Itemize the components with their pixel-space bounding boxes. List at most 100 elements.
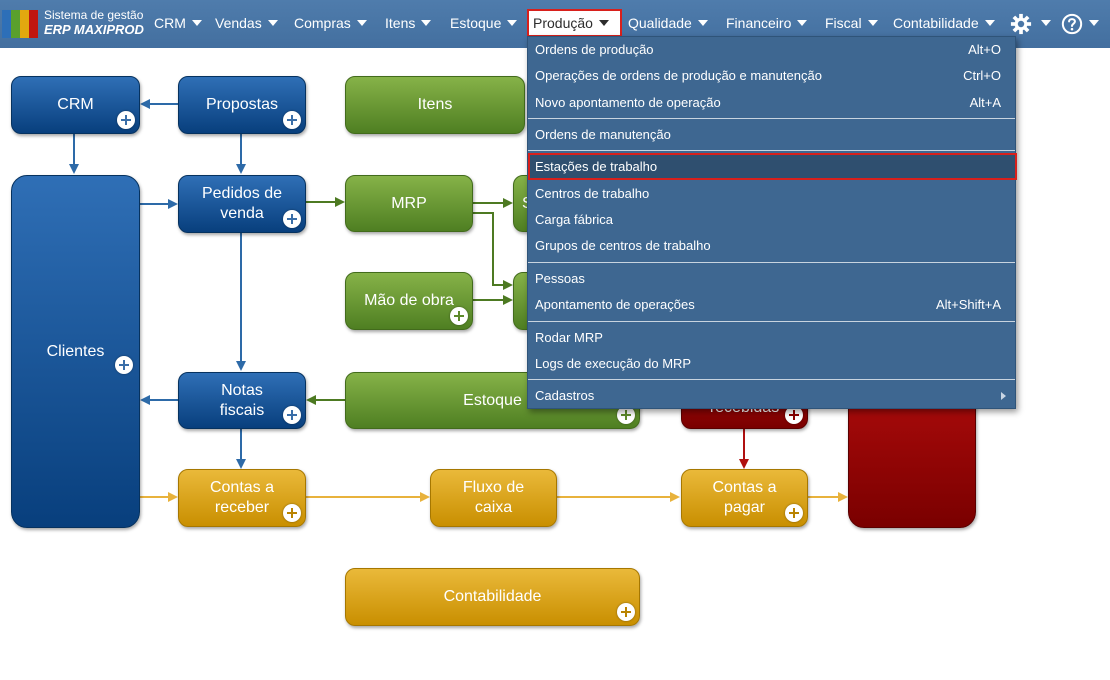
chevron-down-icon: [421, 20, 432, 26]
add-icon[interactable]: [785, 504, 803, 522]
nav-estoque-label: Estoque: [450, 15, 502, 31]
mrp-box[interactable]: MRP: [345, 175, 473, 232]
app-logo[interactable]: Sistema de gestão ERP MAXIPROD: [2, 7, 144, 39]
nav-producao-label: Produção: [533, 15, 593, 31]
nav-fiscal-label: Fiscal: [825, 15, 862, 31]
menu-item-centros-de-trabalho[interactable]: Centros de trabalho: [528, 181, 1015, 207]
nav-estoque[interactable]: Estoque: [444, 9, 518, 37]
add-icon[interactable]: [283, 210, 301, 228]
contas-a-pagar-box[interactable]: Contas a pagar: [681, 469, 808, 527]
chevron-down-icon: [267, 20, 278, 26]
menu-separator: [528, 321, 1015, 322]
contas-a-receber-box[interactable]: Contas a receber: [178, 469, 306, 527]
chevron-down-icon: [984, 20, 995, 26]
notas-fiscais-box[interactable]: Notas fiscais: [178, 372, 306, 429]
help-icon[interactable]: [1061, 13, 1083, 35]
nav-fiscal[interactable]: Fiscal: [819, 9, 878, 37]
menu-item-grupos-de-centros[interactable]: Grupos de centros de trabalho: [528, 233, 1015, 259]
add-icon[interactable]: [283, 504, 301, 522]
chevron-down-icon: [867, 20, 878, 26]
menu-separator: [528, 379, 1015, 380]
add-icon[interactable]: [117, 111, 135, 129]
add-icon[interactable]: [283, 406, 301, 424]
menu-item-shortcut: Alt+A: [969, 95, 1001, 110]
menu-item-label: Operações de ordens de produção e manute…: [535, 68, 822, 83]
fluxo-de-caixa-box[interactable]: Fluxo de caixa: [430, 469, 557, 527]
menu-item-label: Estações de trabalho: [535, 159, 658, 174]
add-icon[interactable]: [785, 406, 803, 424]
chevron-down-icon: [697, 20, 708, 26]
nav-itens-label: Itens: [385, 15, 416, 31]
contas-a-receber-label: Contas a receber: [209, 479, 275, 516]
menu-item-rodar-mrp[interactable]: Rodar MRP: [528, 325, 1015, 351]
contabilidade-box[interactable]: Contabilidade: [345, 568, 640, 626]
add-icon[interactable]: [283, 111, 301, 129]
add-icon[interactable]: [115, 356, 133, 374]
nav-producao[interactable]: Produção: [527, 9, 622, 37]
menu-item-label: Logs de execução do MRP: [535, 356, 692, 371]
menu-item-label: Centros de trabalho: [535, 186, 650, 201]
menu-item-cadastros[interactable]: Cadastros: [528, 383, 1015, 409]
nav-financeiro[interactable]: Financeiro: [720, 9, 808, 37]
add-icon[interactable]: [450, 307, 468, 325]
pedidos-de-venda-label: Pedidos de venda: [201, 185, 283, 222]
menu-separator: [528, 118, 1015, 119]
notas-fiscais-label: Notas fiscais: [219, 381, 265, 419]
itens-label: Itens: [417, 96, 453, 113]
pedidos-de-venda-box[interactable]: Pedidos de venda: [178, 175, 306, 233]
chevron-down-icon: [507, 20, 518, 26]
add-icon[interactable]: [617, 603, 635, 621]
chevron-down-icon: [1041, 20, 1051, 26]
nav-vendas-label: Vendas: [215, 15, 262, 31]
menu-item-estacoes-de-trabalho[interactable]: Estações de trabalho: [528, 153, 1017, 180]
add-icon[interactable]: [617, 406, 635, 424]
menu-item-label: Ordens de manutenção: [535, 127, 671, 142]
menu-item-shortcut: Alt+Shift+A: [935, 297, 1001, 312]
menu-item-label: Cadastros: [535, 388, 595, 403]
menu-item-carga-fabrica[interactable]: Carga fábrica: [528, 207, 1015, 233]
crm-box[interactable]: CRM: [11, 76, 140, 134]
nav-contabilidade[interactable]: Contabilidade: [887, 9, 995, 37]
chevron-down-icon: [191, 20, 202, 26]
estoque-label: Estoque: [463, 391, 522, 409]
menu-item-label: Carga fábrica: [535, 212, 614, 227]
settings-dropdown[interactable]: [1035, 9, 1051, 37]
nav-compras-label: Compras: [294, 15, 351, 31]
menu-item-label: Grupos de centros de trabalho: [535, 238, 711, 253]
mao-de-obra-box[interactable]: Mão de obra: [345, 272, 473, 330]
menu-item-label: Apontamento de operações: [535, 297, 695, 312]
menu-item-novo-apontamento[interactable]: Novo apontamento de operação Alt+A: [528, 90, 1015, 116]
fluxo-de-caixa-label: Fluxo de caixa: [462, 479, 525, 516]
menu-item-ordens-de-manutencao[interactable]: Ordens de manutenção: [528, 122, 1015, 148]
chevron-down-icon: [1089, 20, 1099, 26]
chevron-right-icon: [1001, 392, 1006, 400]
menu-item-apontamento-de-operacoes[interactable]: Apontamento de operações Alt+Shift+A: [528, 292, 1015, 318]
chevron-down-icon: [797, 20, 808, 26]
chevron-down-icon: [598, 20, 609, 26]
menu-item-label: Ordens de produção: [535, 42, 654, 57]
menu-item-ordens-de-producao[interactable]: Ordens de produção Alt+O: [528, 37, 1015, 63]
menu-separator: [528, 262, 1015, 263]
propostas-box[interactable]: Propostas: [178, 76, 306, 134]
crm-label: CRM: [57, 96, 94, 113]
menu-item-operacoes-de-ordens[interactable]: Operações de ordens de produção e manute…: [528, 63, 1015, 89]
logo-mark-icon: [2, 10, 40, 38]
logo-subtitle: Sistema de gestão: [44, 8, 144, 22]
itens-box[interactable]: Itens: [345, 76, 525, 134]
menu-item-pessoas[interactable]: Pessoas: [528, 266, 1015, 292]
help-dropdown[interactable]: [1083, 9, 1099, 37]
clientes-box[interactable]: Clientes: [11, 175, 140, 528]
nav-crm-label: CRM: [154, 15, 186, 31]
nav-vendas[interactable]: Vendas: [209, 9, 278, 37]
menu-item-shortcut: Ctrl+O: [963, 68, 1001, 83]
gear-icon[interactable]: [1010, 13, 1032, 35]
nav-qualidade[interactable]: Qualidade: [622, 9, 708, 37]
nav-itens[interactable]: Itens: [379, 9, 432, 37]
nav-compras[interactable]: Compras: [288, 9, 367, 37]
menu-item-logs-mrp[interactable]: Logs de execução do MRP: [528, 351, 1015, 377]
logo-title: ERP MAXIPROD: [44, 22, 144, 37]
nav-crm[interactable]: CRM: [148, 9, 202, 37]
propostas-label: Propostas: [205, 96, 279, 113]
nav-financeiro-label: Financeiro: [726, 15, 792, 31]
